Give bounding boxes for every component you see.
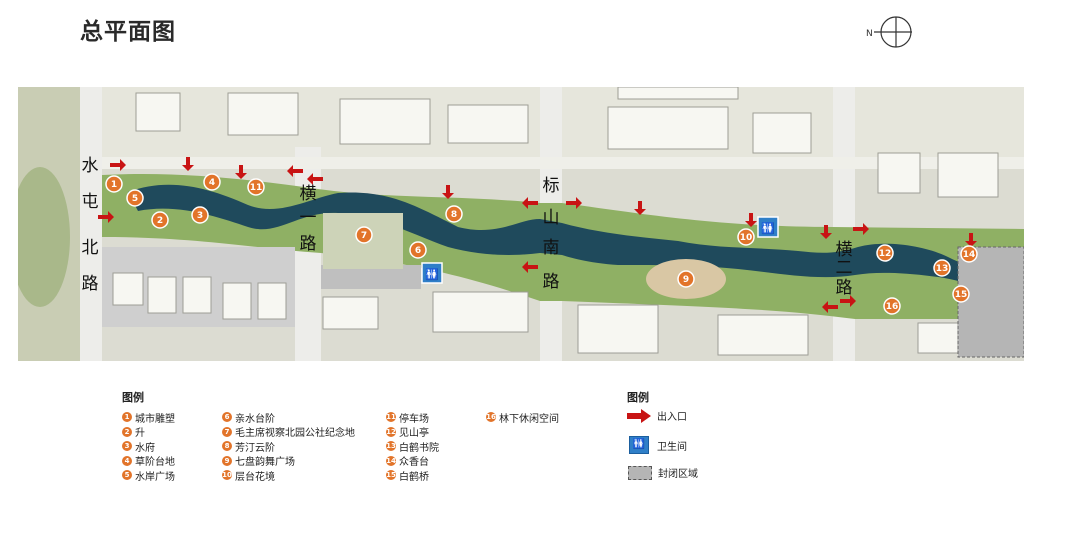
road-label-char: 路 (300, 234, 317, 254)
map-marker-12: 12 (876, 244, 894, 262)
compass-letter: N (866, 29, 873, 39)
svg-text:16: 16 (886, 302, 899, 312)
svg-text:1: 1 (111, 180, 117, 190)
map-marker-13: 13 (933, 259, 951, 277)
page-title: 总平面图 (80, 19, 176, 45)
map-marker-8: 8 (445, 205, 463, 223)
road-label-char: 路 (543, 272, 560, 292)
road-label-char: 横 (300, 184, 317, 204)
road-label-char: 二 (836, 258, 853, 278)
map-marker-16: 16 (883, 297, 901, 315)
road-label-char: 横 (836, 240, 853, 260)
road-label-char: 水 (82, 156, 99, 176)
map-marker-5: 5 (126, 189, 144, 207)
road-label-char: 北 (82, 238, 99, 258)
site-plan-map: 🚻 🚻 水 屯 北 路 横 一 路 标 山 南 路 横 二 路 1 2 3 4 … (18, 87, 1024, 361)
map-marker-10: 10 (737, 228, 755, 246)
legend2-entrance: 出入口 (627, 408, 687, 423)
svg-text:12: 12 (879, 249, 892, 259)
road-label-char: 路 (82, 274, 99, 294)
svg-text:15: 15 (955, 290, 968, 300)
svg-text:11: 11 (250, 183, 263, 193)
map-marker-11: 11 (247, 178, 265, 196)
svg-text:10: 10 (740, 233, 753, 243)
entrance-arrow-group (98, 157, 977, 313)
svg-text:🚻: 🚻 (761, 222, 775, 235)
road-label-char: 山 (543, 208, 560, 228)
closed-area-label: 封闭区域 (658, 469, 698, 480)
svg-text:6: 6 (415, 246, 421, 256)
map-marker-1: 1 (105, 175, 123, 193)
legend-title: 图例 (122, 391, 144, 404)
svg-text:14: 14 (963, 250, 976, 260)
map-marker-7: 7 (355, 226, 373, 244)
map-marker-4: 4 (203, 173, 221, 191)
road-label-char: 标 (543, 176, 560, 196)
entrance-label: 出入口 (657, 412, 687, 423)
road-label-char: 南 (543, 238, 560, 258)
map-marker-6: 6 (409, 241, 427, 259)
svg-text:2: 2 (157, 216, 163, 226)
map-marker-14: 14 (960, 245, 978, 263)
svg-text:9: 9 (683, 275, 689, 285)
road-label-char: 屯 (82, 192, 99, 212)
svg-text:7: 7 (361, 231, 367, 241)
svg-text:4: 4 (209, 178, 215, 188)
svg-text:3: 3 (197, 211, 203, 221)
svg-text:5: 5 (132, 194, 138, 204)
road-label-char: 一 (300, 208, 317, 228)
map-marker-3: 3 (191, 206, 209, 224)
legend2-closed: 封闭区域 (627, 465, 698, 480)
toilet-marker-1: 🚻 (421, 262, 443, 284)
north-arrow-icon: N (866, 16, 912, 48)
svg-text:🚻: 🚻 (425, 268, 439, 281)
map-marker-2: 2 (151, 211, 169, 229)
entrance-arrow-icon (627, 408, 651, 423)
toilet-icon: 🚻 (629, 436, 649, 454)
map-marker-9: 9 (677, 270, 695, 288)
road-label-char: 路 (836, 278, 853, 298)
map-marker-15: 15 (952, 285, 970, 303)
toilet-label: 卫生间 (657, 441, 687, 453)
legend2-toilet: 🚻 卫生间 (627, 436, 687, 454)
svg-text:8: 8 (451, 210, 457, 220)
closed-area-icon (628, 465, 652, 480)
svg-text:13: 13 (936, 264, 949, 274)
legend2-title: 图例 (627, 391, 649, 404)
toilet-marker-2: 🚻 (757, 216, 779, 238)
